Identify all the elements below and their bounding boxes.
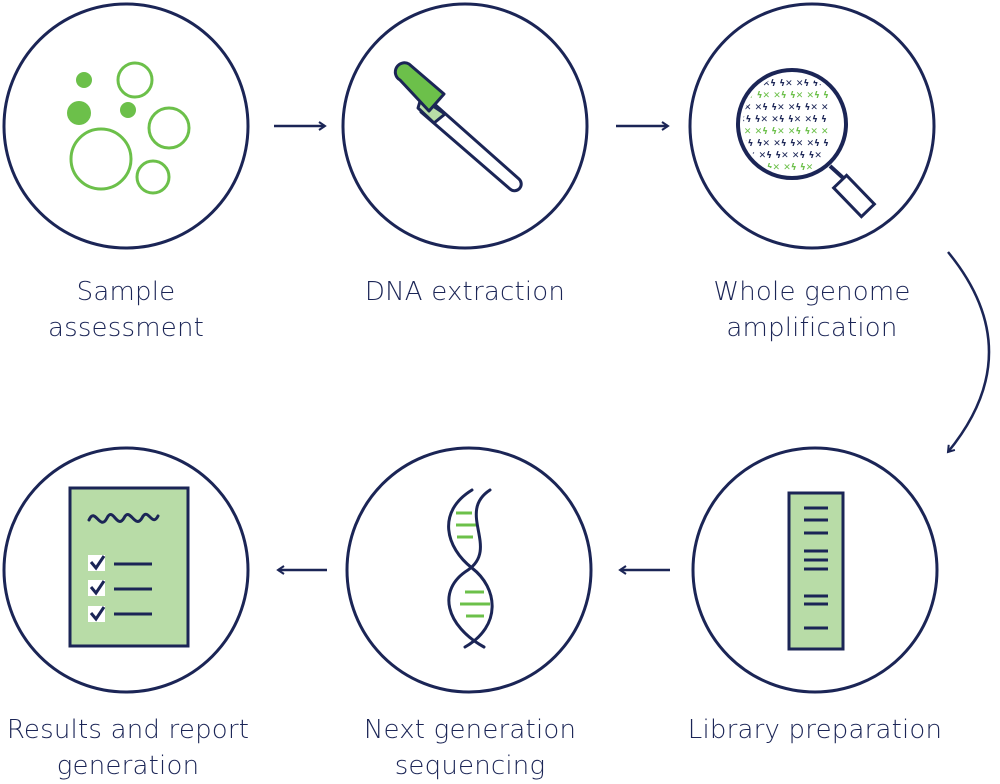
step-label-sample-assessment: Sample assessment [47,277,205,343]
svg-text:✕ϟ ϟ✕ ✕ϟ ϟ✕ ✕ϟ ϟ: ✕ϟ ϟ✕ ✕ϟ ϟ✕ ✕ϟ ϟ [738,115,827,125]
step-circle-dna-extraction [341,2,589,250]
step-label-next-generation-sequencing: Next generation sequencing [363,715,577,781]
gel-strip-icon [787,491,845,651]
step-circle-sample-assessment [2,2,250,250]
svg-text:✕ϟ ϟ✕ ✕ϟ ϟ✕ ✕ϟ ϟ: ✕ϟ ϟ✕ ✕ϟ ϟ✕ ✕ϟ ϟ [740,139,829,149]
report-checklist-icon [68,486,190,648]
svg-text:✕ϟ ϟ✕ ✕ϟ ϟ✕: ✕ϟ ϟ✕ ✕ϟ ϟ✕ [750,163,813,173]
step-circle-results-report [2,446,250,694]
svg-text:ϟ✕ ✕ϟ ϟ✕ ✕ϟ ϟ✕: ϟ✕ ✕ϟ ϟ✕ ✕ϟ ϟ✕ [742,151,822,161]
step-circle-library-preparation [691,446,939,694]
dna-helix-icon [447,488,494,649]
svg-text:ϟ✕ ✕ϟ ϟ✕ ✕ϟ ϟ✕ ✕: ϟ✕ ✕ϟ ϟ✕ ✕ϟ ϟ✕ ✕ [738,127,829,137]
step-label-library-preparation: Library preparation [687,715,943,745]
svg-text:ϟ✕ ✕ϟ ϟ✕ ✕ϟ ϟ✕: ϟ✕ ✕ϟ ϟ✕ ✕ϟ ϟ✕ [746,79,826,89]
magnifier-dna-icon: ϟ✕ ✕ϟ ϟ✕ ✕ϟ ϟ✕ ✕ϟ ϟ✕ ✕ϟ ϟ✕ ✕ϟ ϟ ϟ✕ ✕ϟ ϟ✕… [736,68,877,219]
step-label-results-report: Results and report generation [6,715,250,781]
svg-text:✕ϟ ϟ✕ ✕ϟ ϟ✕ ✕ϟ ϟ: ✕ϟ ϟ✕ ✕ϟ ϟ✕ ✕ϟ ϟ [740,91,829,101]
step-label-dna-extraction: DNA extraction [364,277,566,307]
step-label-whole-genome-amplification: Whole genome amplification [713,277,911,343]
arrow-step3-to-step4-curved [946,251,991,454]
pipette-icon [393,61,523,193]
cells-icon [67,61,191,195]
step-circle-whole-genome-amplification [688,2,936,250]
step-circle-next-generation-sequencing [345,446,593,694]
svg-text:ϟ✕ ✕ϟ ϟ✕ ✕ϟ ϟ✕ ✕: ϟ✕ ✕ϟ ϟ✕ ✕ϟ ϟ✕ ✕ [738,103,829,113]
